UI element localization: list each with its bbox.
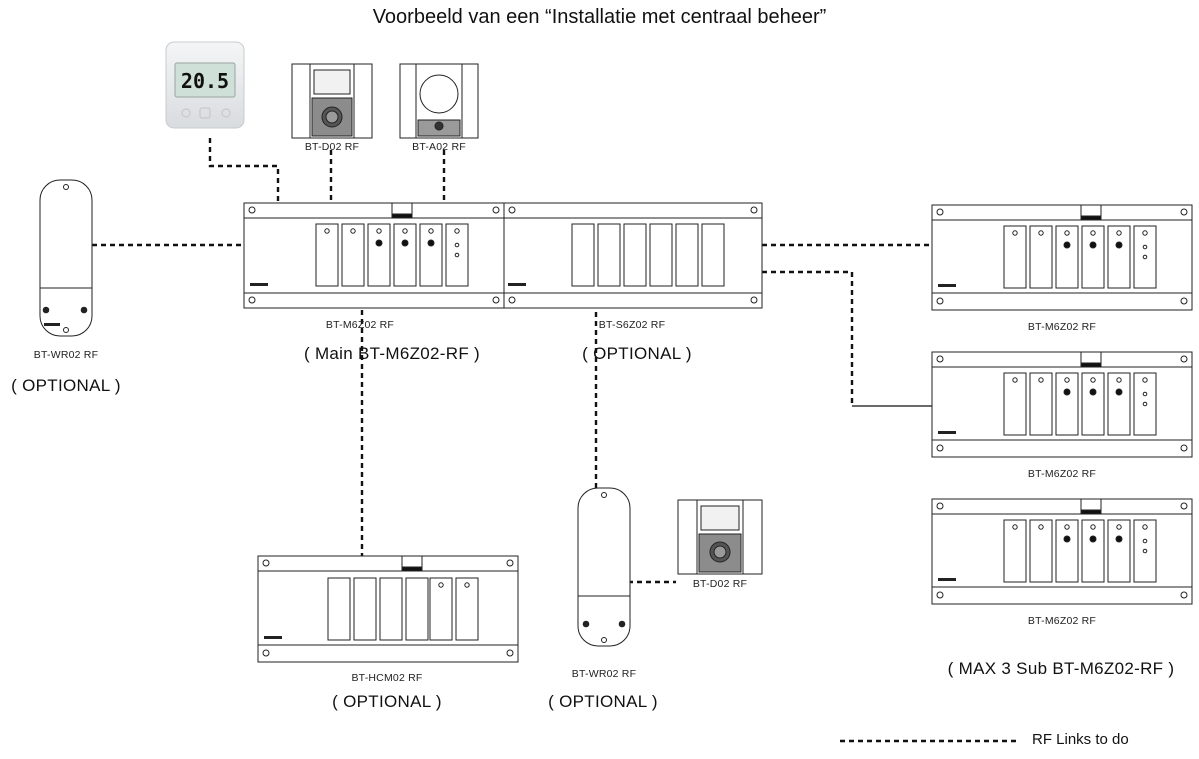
- note-wr-bottom-optional: ( OPTIONAL ): [548, 692, 658, 711]
- note-main: ( Main BT-M6Z02-RF ): [303, 344, 481, 363]
- note-hcm-optional: ( OPTIONAL ): [332, 692, 442, 711]
- bt-wr02-left-unit: [39, 179, 93, 337]
- label-bt-d02-bottom: BT-D02 RF: [692, 578, 748, 590]
- note-max-sub: ( MAX 3 Sub BT-M6Z02-RF ): [947, 659, 1175, 678]
- thermostat-unit: 20.5: [165, 41, 245, 129]
- bt-d02-top-unit: [291, 63, 373, 139]
- label-sub3: BT-M6Z02 RF: [1027, 615, 1097, 627]
- label-bt-d02-top: BT-D02 RF: [304, 141, 360, 153]
- s6z02-unit: [503, 202, 763, 309]
- bt-a02-unit: [399, 63, 479, 139]
- note-s6-optional: ( OPTIONAL ): [582, 344, 692, 363]
- label-bt-a02: BT-A02 RF: [412, 141, 466, 153]
- diagram-title: Voorbeeld van een “Installatie met centr…: [372, 6, 827, 28]
- label-bt-wr02-left: BT-WR02 RF: [33, 349, 99, 361]
- label-main-m6z02: BT-M6Z02 RF: [325, 319, 395, 331]
- bt-d02-bottom-unit: [677, 499, 763, 575]
- rf-link-sub2: [762, 270, 854, 406]
- rf-links: [92, 138, 932, 584]
- thermostat-display: 20.5: [181, 69, 229, 93]
- sub1-m6z02-unit: [931, 204, 1193, 311]
- label-sub2: BT-M6Z02 RF: [1027, 468, 1097, 480]
- bt-wr02-bottom-unit: [577, 487, 631, 647]
- legend-label: RF Links to do: [1032, 731, 1129, 748]
- label-sub1: BT-M6Z02 RF: [1027, 321, 1097, 333]
- sub3-m6z02-unit: [931, 498, 1193, 605]
- note-left-optional: ( OPTIONAL ): [11, 376, 121, 395]
- label-bt-wr02-bottom: BT-WR02 RF: [571, 668, 637, 680]
- label-hcm02: BT-HCM02 RF: [351, 672, 423, 684]
- hcm02-unit: [257, 555, 519, 663]
- main-m6z02-unit: [243, 202, 505, 309]
- sub2-m6z02-unit: [931, 351, 1193, 458]
- rf-link-thermostat: [208, 138, 280, 203]
- label-s6z02: BT-S6Z02 RF: [598, 319, 666, 331]
